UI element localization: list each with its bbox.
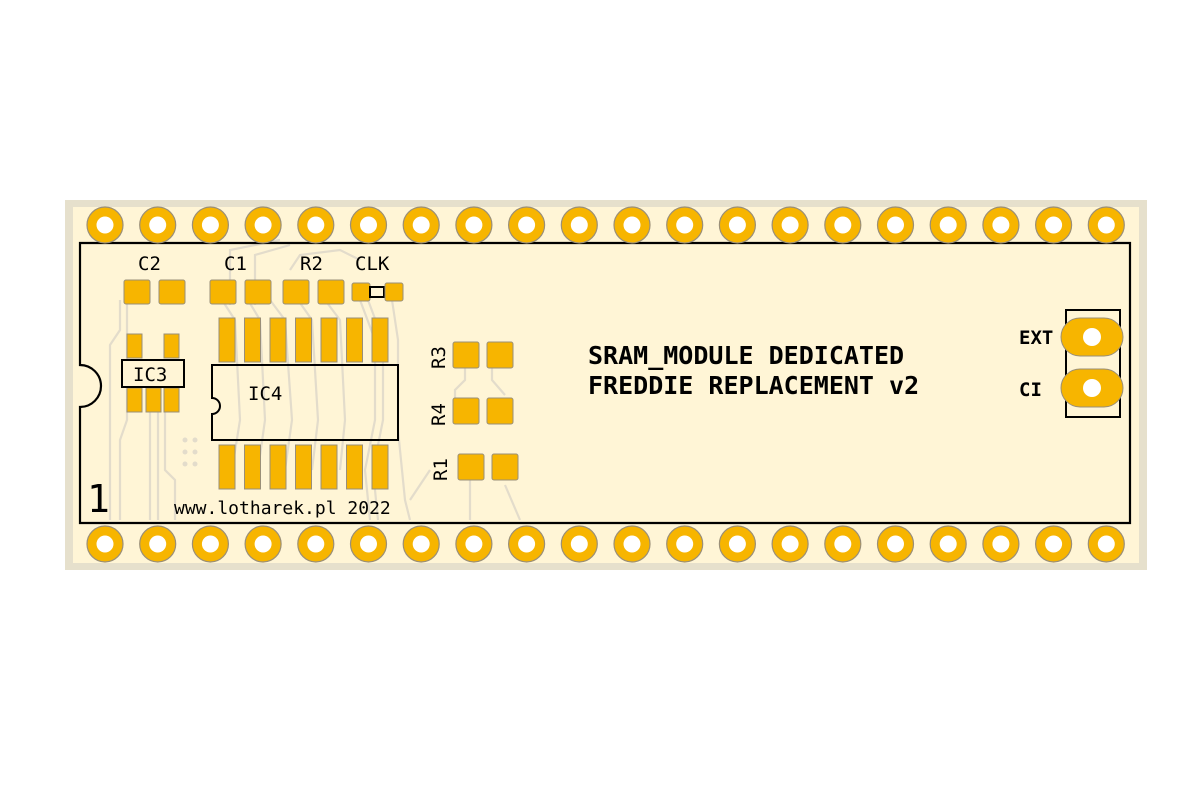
ic4-pad <box>295 444 312 490</box>
header-pin-top <box>86 206 124 244</box>
ic4-pads-bottom <box>218 444 389 490</box>
r1-label: R1 <box>430 458 452 481</box>
clk-label: CLK <box>355 253 390 275</box>
ic4-label: IC4 <box>248 383 282 405</box>
header-pin-top <box>982 206 1020 244</box>
header-pin-top <box>771 206 809 244</box>
ic4-pad <box>371 444 389 490</box>
c1-pad-1 <box>209 279 237 305</box>
header-pin-bottom <box>349 525 388 563</box>
r3-label: R3 <box>428 346 450 369</box>
r4-label: R4 <box>428 403 450 426</box>
header-pin-bottom <box>982 525 1020 563</box>
c1-pad-2 <box>244 279 272 305</box>
ic4-pad <box>218 444 236 490</box>
via-dots <box>182 437 198 467</box>
header-pin-top <box>718 206 757 244</box>
header-pin-bottom <box>507 525 546 563</box>
header-pin-top <box>297 206 335 244</box>
c1-label: C1 <box>224 253 247 275</box>
header-pin-top <box>824 206 862 244</box>
clk-pad-1 <box>351 282 371 302</box>
ic4-pad <box>295 317 312 363</box>
board-title-line-2: FREDDIE REPLACEMENT v2 <box>588 371 919 400</box>
r1-pad-1 <box>457 453 485 481</box>
ic4-pad <box>244 317 261 363</box>
ic4-pad <box>269 317 287 363</box>
header-pin-bottom <box>455 525 493 563</box>
header-pin-bottom <box>771 525 809 563</box>
header-pin-top <box>560 206 598 244</box>
header-pin-top <box>666 206 704 244</box>
header-pin-bottom <box>929 525 967 563</box>
header-pin-top <box>139 206 177 244</box>
jumper-drill-ci <box>1083 379 1101 397</box>
ic4-pad <box>346 317 363 363</box>
jumper-label-ci: CI <box>1019 379 1042 401</box>
ic4-body <box>211 364 399 441</box>
credit-text: www.lotharek.pl 2022 <box>174 498 391 519</box>
clk-bridge <box>369 286 385 298</box>
header-pin-bottom <box>244 525 282 563</box>
header-pin-top <box>613 206 651 244</box>
ic4-pad <box>320 317 338 363</box>
header-pin-bottom <box>402 525 440 563</box>
header-pin-bottom <box>86 525 124 563</box>
ic4-pad <box>320 444 338 490</box>
r1-pad-2 <box>491 453 519 481</box>
header-pin-bottom <box>1087 525 1125 563</box>
header-pin-top <box>402 206 440 244</box>
ic4-pad <box>218 317 236 363</box>
r4-pad-2 <box>486 397 514 425</box>
c2-label: C2 <box>138 253 161 275</box>
r4-pad-1 <box>452 397 480 425</box>
header-pins-bottom <box>86 525 1125 563</box>
ic4-pad <box>346 444 363 490</box>
header-pin-bottom <box>1034 525 1073 563</box>
clk-pad-2 <box>384 282 404 302</box>
r2-pad-1 <box>282 279 310 305</box>
header-pins-top <box>86 206 1125 244</box>
ic3-label: IC3 <box>133 364 167 386</box>
header-pin-bottom <box>718 525 757 563</box>
header-pin-bottom <box>613 525 651 563</box>
header-pin-bottom <box>876 525 915 563</box>
r3-pad-2 <box>486 341 514 369</box>
header-pin-top <box>876 206 915 244</box>
header-pin-bottom <box>560 525 598 563</box>
ic4-pad <box>244 444 261 490</box>
jumper-label-ext: EXT <box>1019 327 1053 349</box>
header-pin-top <box>1034 206 1073 244</box>
ic4-pads-top <box>218 317 389 363</box>
header-pin-top <box>929 206 967 244</box>
ic4-pad <box>269 444 287 490</box>
header-pin-top <box>507 206 546 244</box>
ic3-footprint <box>121 333 185 413</box>
header-pin-top <box>244 206 282 244</box>
header-pin-bottom <box>666 525 704 563</box>
jumper-outline <box>1065 309 1121 418</box>
r3-pad-1 <box>452 341 480 369</box>
board-surface <box>73 207 1139 563</box>
jumper-drill-ext <box>1083 328 1101 346</box>
header-pin-top <box>191 206 229 244</box>
c2-pad-1 <box>123 279 151 305</box>
c2-pad-2 <box>158 279 186 305</box>
header-pin-bottom <box>139 525 177 563</box>
ic4-pad <box>371 317 389 363</box>
r2-pad-2 <box>317 279 345 305</box>
header-pin-top <box>1087 206 1125 244</box>
pin1-marker: 1 <box>87 477 110 521</box>
header-pin-top <box>349 206 388 244</box>
board-title-line-1: SRAM_MODULE DEDICATED <box>588 341 904 370</box>
header-pin-top <box>455 206 493 244</box>
header-pin-bottom <box>297 525 335 563</box>
module-outline <box>78 241 1132 525</box>
r2-label: R2 <box>300 253 323 275</box>
header-pin-bottom <box>824 525 862 563</box>
header-pin-bottom <box>191 525 229 563</box>
